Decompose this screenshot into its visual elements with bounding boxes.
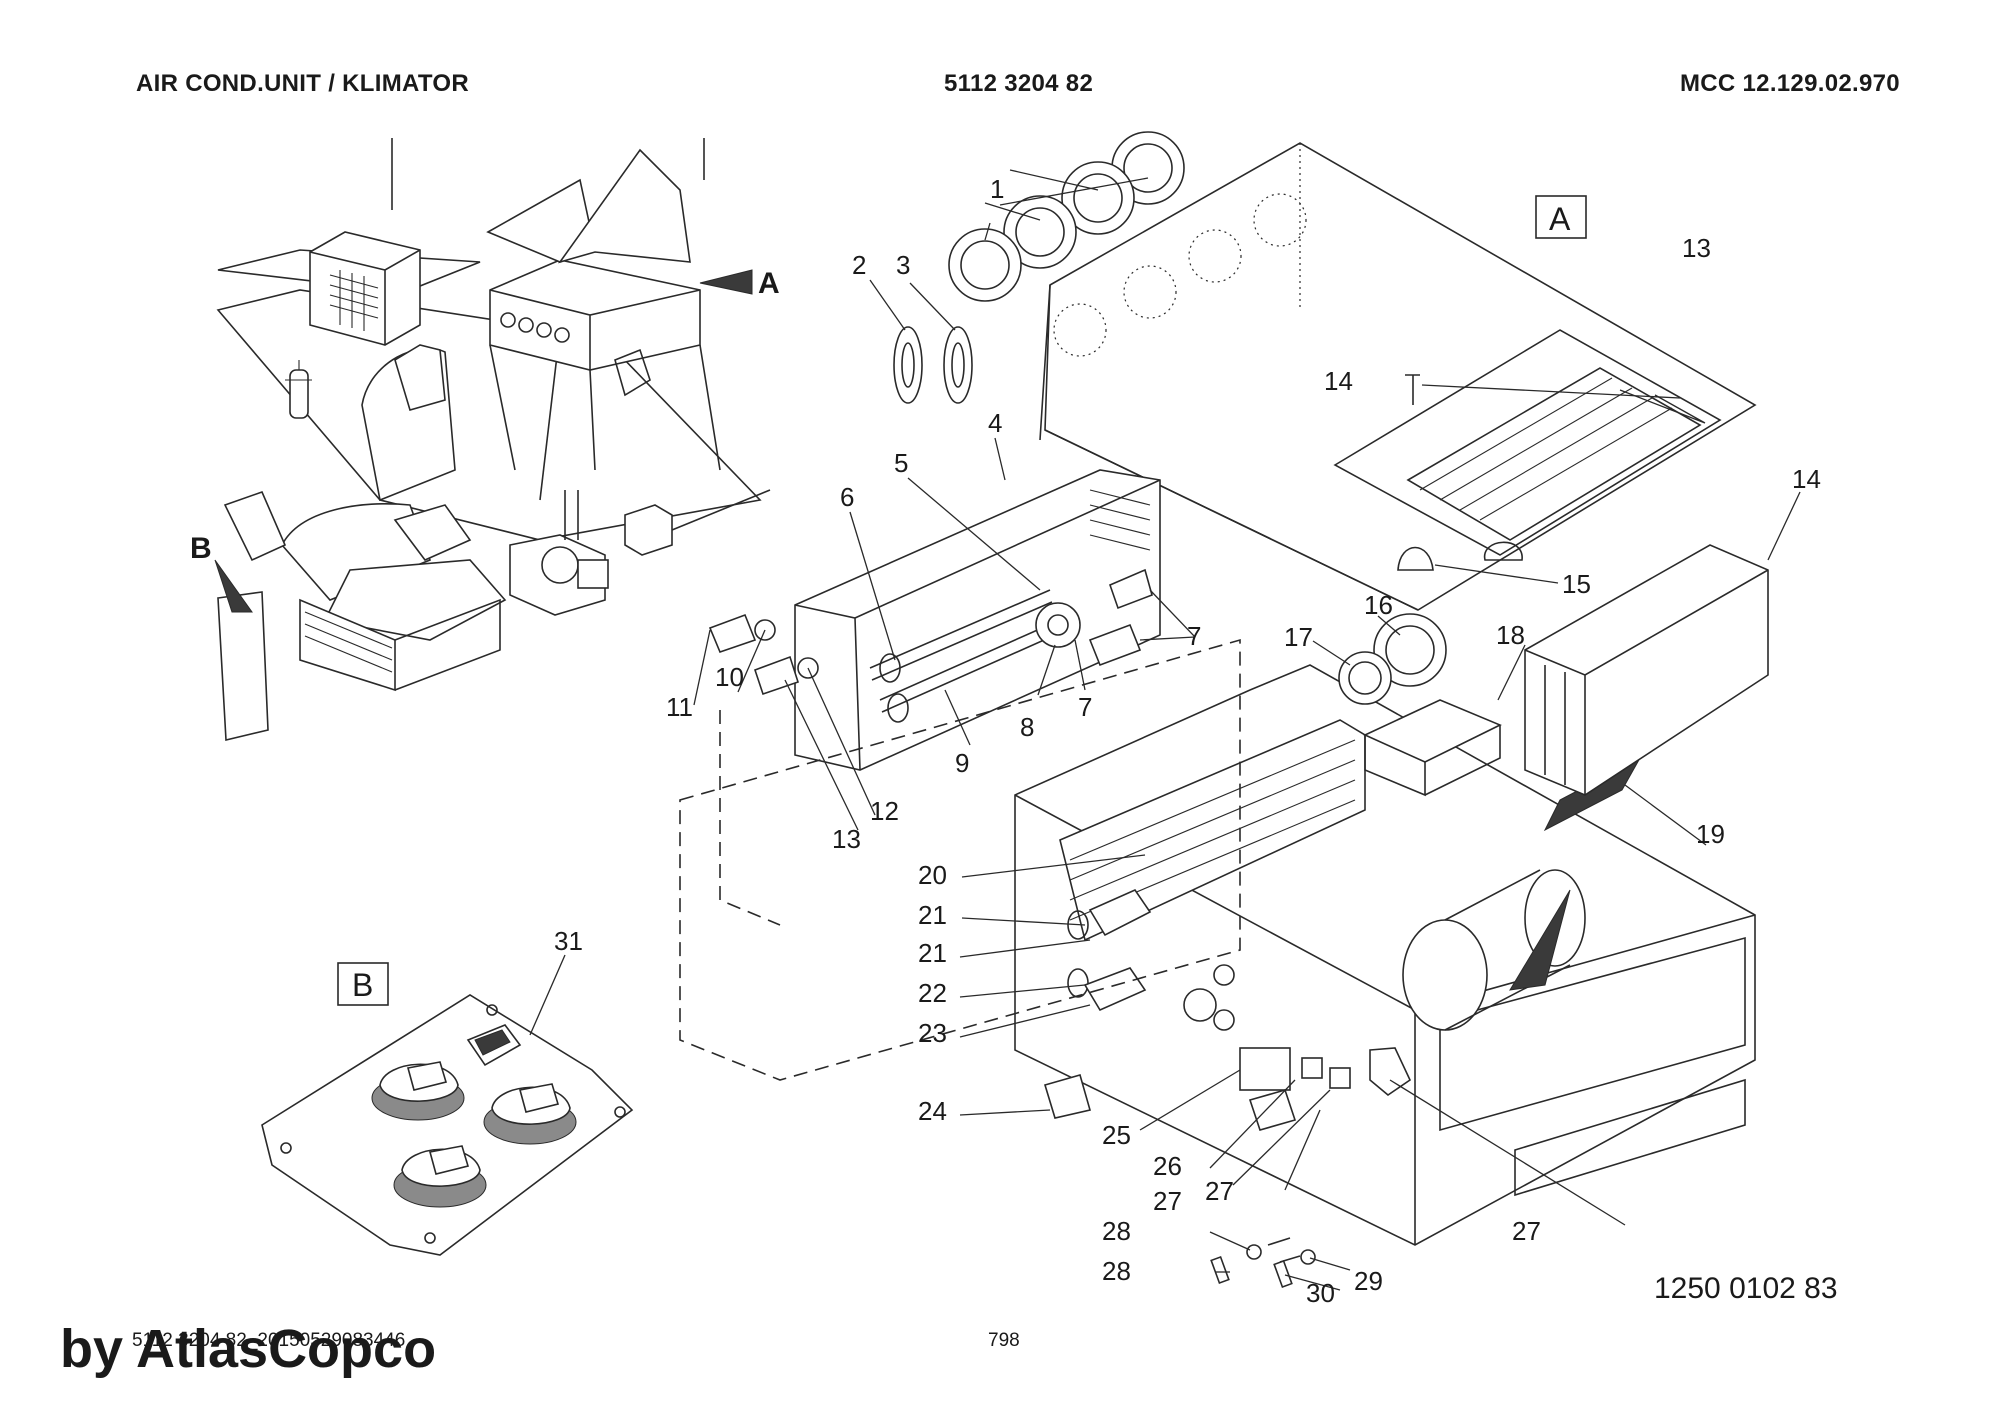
callout-8: 7 [1187, 621, 1201, 651]
view-b-label: B [190, 532, 212, 565]
callout-12: 23 [918, 1018, 947, 1048]
callout-1: 4 [988, 408, 1002, 438]
drawing-number: 1250 0102 83 [1654, 1272, 1838, 1305]
detail-b-box [337, 962, 389, 1006]
callout-22: 26 [1153, 1151, 1182, 1181]
callout-7: 7 [1078, 692, 1092, 722]
callout-27: 1 [990, 174, 1004, 204]
header-part-number: 5112 3204 82 [944, 70, 1094, 97]
callout-29: 27 [1205, 1176, 1234, 1206]
leader-lines [529, 169, 1801, 1291]
detail-b-box-label: B [352, 967, 373, 1003]
ac-unit-housing [1014, 142, 1757, 1289]
view-a-label: A [758, 267, 780, 300]
callout-21: 28 [1102, 1216, 1131, 1246]
cab-overview-illustration [214, 138, 771, 741]
detail-a-box [1535, 195, 1587, 239]
callout-15: 5 [894, 448, 908, 478]
callout-19: 14 [1324, 366, 1353, 396]
control-panel-illustration [261, 994, 634, 1256]
callout-10: 19 [1696, 819, 1725, 849]
callout-28: 17 [1284, 622, 1313, 652]
header-mcc-code: MCC 12.129.02.970 [1680, 70, 1900, 97]
air-filter-illustration [1524, 544, 1769, 796]
footer-page-number: 798 [988, 1330, 1020, 1351]
callout-28: 3 [896, 250, 910, 280]
callout-2: 8 [1020, 712, 1034, 742]
callout-27: 16 [1364, 590, 1393, 620]
callout-27: 2 [852, 250, 866, 280]
brand-watermark: by AtlasCopco [60, 1319, 437, 1379]
callout-17: 14 [1792, 464, 1821, 494]
detail-a-box-label: A [1549, 201, 1571, 237]
callout-11: 20 [918, 860, 947, 890]
callout-7: 10 [715, 662, 744, 692]
callout-26: 21 [918, 938, 947, 968]
callout-30: 15 [1562, 569, 1591, 599]
callout-4: 6 [840, 482, 854, 512]
callout-13: 22 [918, 978, 947, 1008]
callout-21: 29 [1354, 1266, 1383, 1296]
callout-14: 28 [1102, 1256, 1131, 1286]
callout-labels: 1 2 3 4 5 6 7 7 8 9 10 11 12 13 13 14 14… [554, 174, 1821, 1308]
view-a-arrow [699, 269, 753, 295]
callout-6: 11 [666, 692, 693, 722]
callout-25: 27 [1512, 1216, 1541, 1246]
callout-23: 27 [1153, 1186, 1182, 1216]
callout-24: 18 [1496, 620, 1525, 650]
footer-file-reference: 5112 3204 82_20150529083446 [132, 1330, 406, 1351]
callout-14: 30 [1306, 1278, 1335, 1308]
callout-9: 12 [870, 796, 899, 826]
callout-16: 13 [1682, 233, 1711, 263]
heater-core-assembly [679, 469, 1241, 1081]
callout-20: 25 [1102, 1120, 1131, 1150]
callout-3: 9 [955, 748, 969, 778]
callout-18: 24 [918, 1096, 947, 1126]
header-title: AIR COND.UNIT / KLIMATOR [136, 70, 469, 97]
callout-13: 21 [918, 900, 947, 930]
callout-5: 13 [832, 824, 861, 854]
callout-31: 31 [554, 926, 583, 956]
